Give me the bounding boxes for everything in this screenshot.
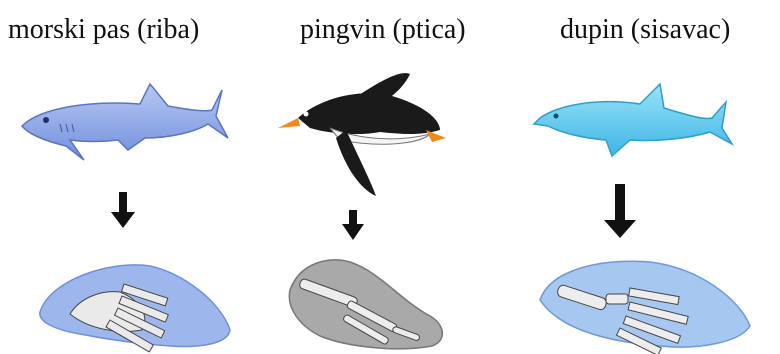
penguin-label: pingvin (ptica): [300, 14, 466, 45]
dolphin-icon: [532, 82, 735, 158]
penguin-icon: [278, 73, 446, 196]
dolphin-arrow-icon: [604, 184, 636, 238]
bird-wing-skeleton-icon: [288, 259, 443, 350]
shark-icon: [20, 82, 229, 161]
shark-arrow-icon: [111, 192, 135, 228]
penguin-arrow-icon: [342, 210, 364, 240]
dolphin-label: dupin (sisavac): [560, 14, 731, 45]
mammal-flipper-skeleton-icon: [539, 260, 751, 354]
shark-label: morski pas (riba): [8, 14, 200, 45]
fish-fin-skeleton-icon: [39, 264, 231, 353]
